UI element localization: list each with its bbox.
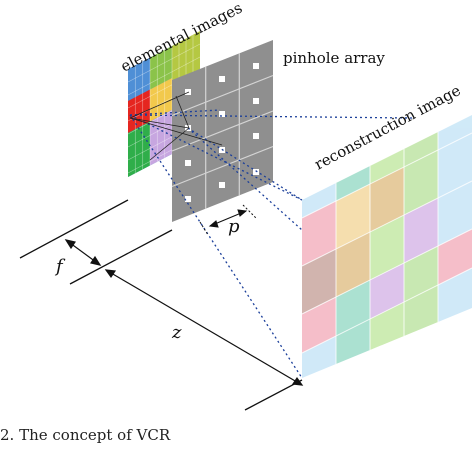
z-label: z bbox=[171, 322, 182, 343]
reconstruction-image-panel bbox=[302, 115, 472, 378]
figure-caption: 2. The concept of VCR bbox=[0, 426, 171, 444]
p-label: p bbox=[228, 216, 240, 237]
f-label: f bbox=[54, 256, 66, 277]
pinhole-array-label: pinhole array bbox=[283, 49, 385, 67]
dimension-p bbox=[199, 204, 257, 236]
solid-rays bbox=[129, 91, 223, 161]
reconstruction-grid-lines bbox=[301, 132, 473, 364]
projection-rays bbox=[129, 109, 413, 379]
dimension-z bbox=[104, 269, 304, 386]
ground-lines bbox=[19, 199, 303, 411]
dimension-f bbox=[64, 239, 102, 266]
